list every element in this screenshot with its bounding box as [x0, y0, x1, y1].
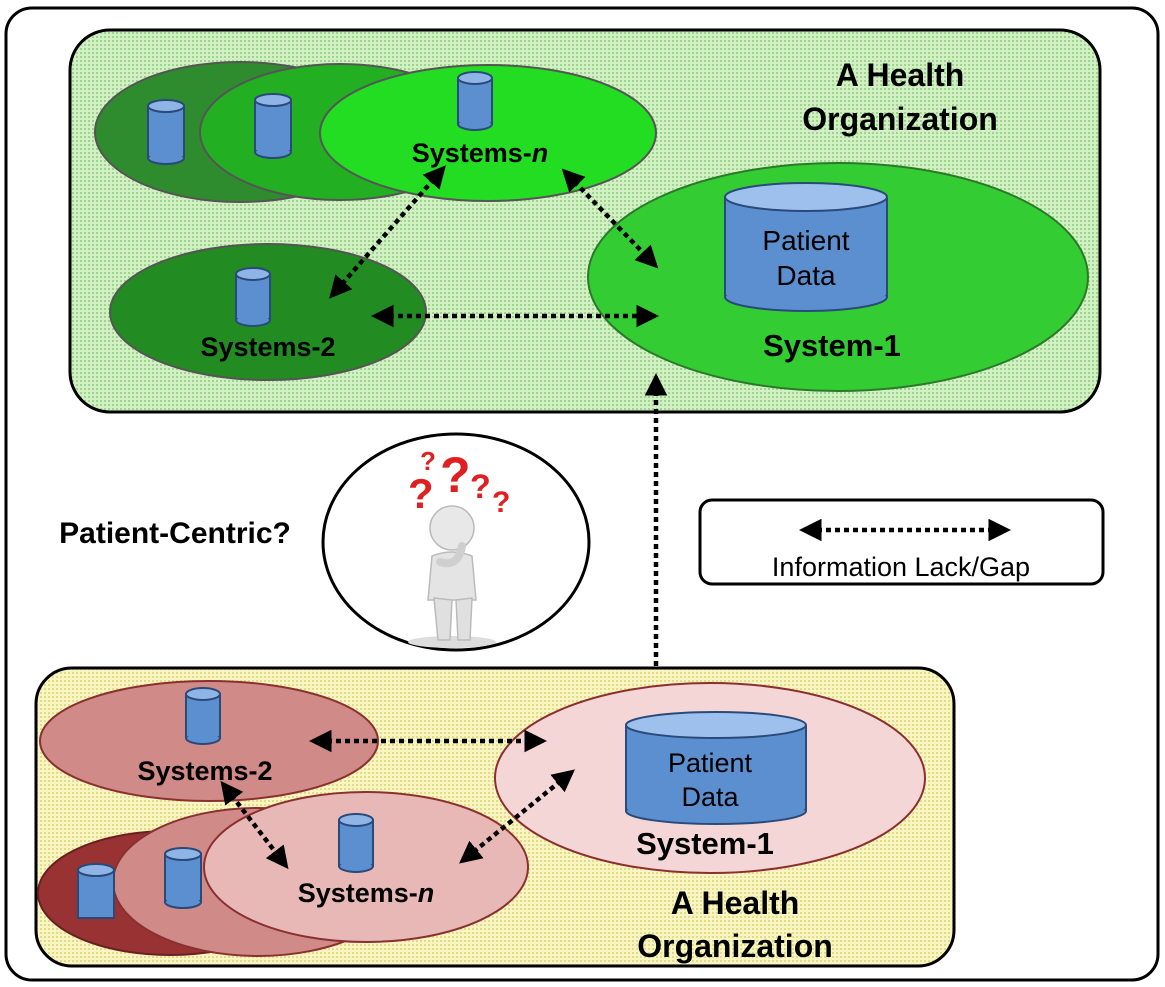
bottom-org-title-line1: A Health [671, 885, 800, 921]
patient-data-database-icon [625, 711, 807, 825]
bottom-systems-n-label: Systems-n [298, 878, 435, 908]
bottom-patient-data-line1: Patient [668, 748, 753, 778]
database-icon [77, 863, 115, 919]
gap-arrow [561, 168, 659, 269]
top-org-title-line1: A Health [836, 57, 965, 93]
top-systems-2-label: Systems-2 [200, 332, 335, 362]
gap-arrow [220, 780, 289, 870]
gap-arrow [459, 769, 575, 864]
database-icon [457, 71, 493, 131]
database-icon [147, 99, 185, 165]
question-mark-icon: ? [408, 470, 434, 517]
database-icon [254, 93, 292, 159]
patient-centric-label: Patient-Centric? [59, 517, 291, 550]
bottom-organization: Systems-2 Systems-n [34, 666, 956, 968]
database-icon [338, 813, 374, 873]
question-mark-icon: ? [440, 447, 471, 503]
top-system-1-label: System-1 [763, 328, 901, 363]
top-org-title-line2: Organization [802, 101, 998, 137]
top-patient-data-line1: Patient [762, 225, 849, 256]
bottom-systems-2-label: Systems-2 [137, 756, 272, 786]
database-icon [164, 847, 202, 909]
bottom-system-1-label: System-1 [636, 826, 774, 861]
question-mark-icon: ? [420, 446, 436, 476]
top-organization: Systems-n Systems-2 Patient Data System-… [68, 28, 1102, 414]
thinking-person-illustration: ? ? ? ? ? [321, 432, 591, 652]
database-icon [235, 267, 271, 327]
bottom-org-title-line2: Organization [637, 928, 833, 964]
bottom-patient-data-line2: Data [681, 782, 739, 812]
top-patient-data-line2: Data [776, 260, 836, 291]
patient-data-database-icon [724, 182, 888, 312]
legend-label: Information Lack/Gap [772, 552, 1030, 582]
legend: Information Lack/Gap [698, 498, 1105, 586]
database-icon [185, 687, 221, 745]
question-mark-icon: ? [492, 486, 510, 519]
top-systems-n-label: Systems-n [412, 138, 549, 168]
question-mark-icon: ? [470, 468, 491, 506]
